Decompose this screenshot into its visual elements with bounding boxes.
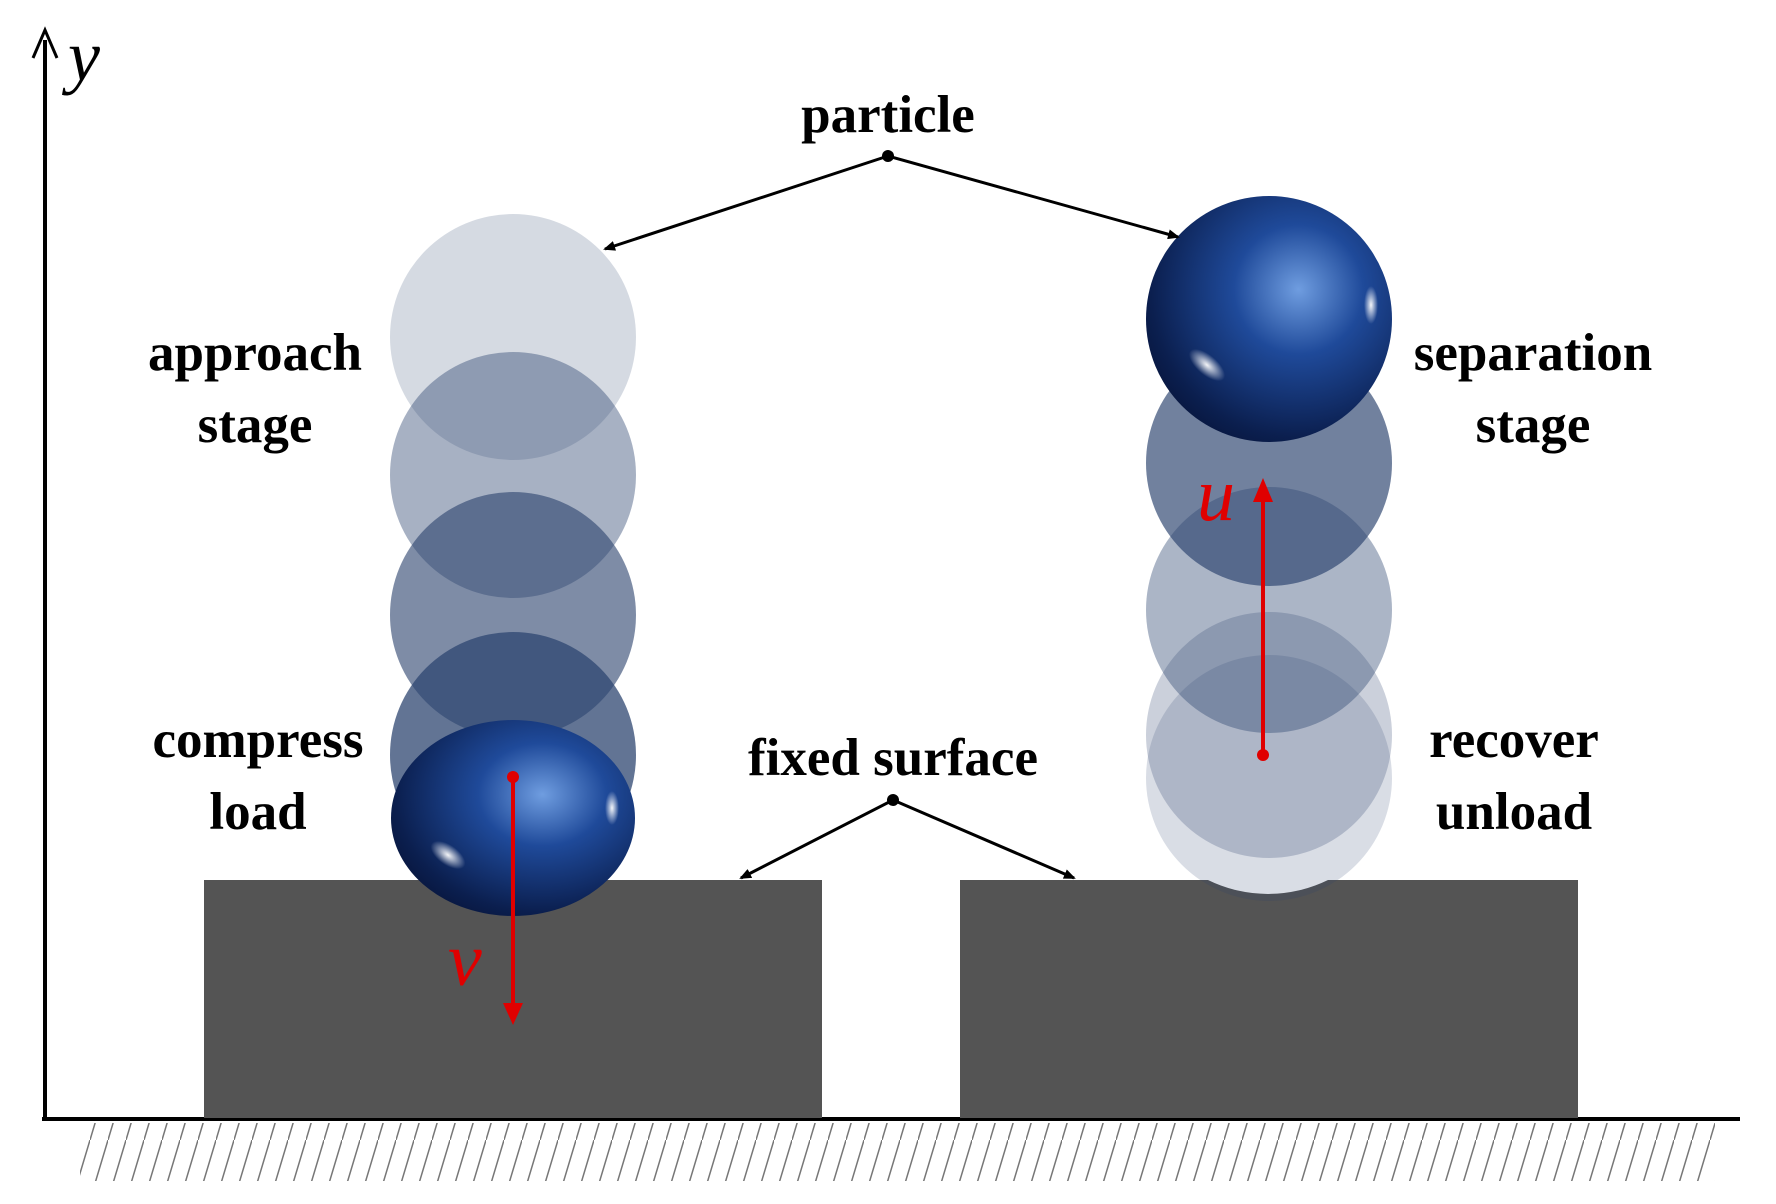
approach-particle-ghost-1 [390, 214, 636, 460]
ground-hatch [80, 1123, 1715, 1181]
incoming-velocity-vector [503, 771, 523, 1025]
y-axis-arrowhead [31, 26, 59, 59]
compress-label-line2: load [209, 783, 306, 841]
recover-label-line1: recover [1429, 711, 1599, 769]
approach-stage-label-line2: stage [198, 396, 313, 454]
incoming-velocity-label: v [448, 918, 482, 1002]
particle-callout-left [603, 154, 889, 251]
particle-callout-right [887, 154, 1180, 240]
recover-particle-ghost-2 [1146, 612, 1392, 858]
fixed-surface-callout-left [739, 798, 894, 880]
outgoing-velocity-vector [1253, 478, 1273, 761]
outgoing-velocity-label: u [1197, 453, 1235, 537]
fixed-surface-right [960, 880, 1578, 1118]
fixed-surface-callout-right [892, 798, 1076, 880]
separation-stage-label-line1: separation [1414, 324, 1653, 382]
separated-particle [1146, 196, 1392, 442]
fixed-surface-label: fixed surface [748, 729, 1038, 787]
y-axis-label: y [61, 16, 100, 96]
approach-stage-label-line1: approach [148, 324, 362, 382]
particle-label: particle [801, 86, 975, 144]
recover-particle-ghost-1 [1146, 655, 1392, 901]
particle-callout-dot [882, 150, 894, 162]
compress-label-line1: compress [153, 711, 364, 769]
fixed-surface-callout-dot [887, 794, 899, 806]
recover-label-line2: unload [1436, 783, 1592, 841]
separation-stage-label-line2: stage [1476, 396, 1591, 454]
